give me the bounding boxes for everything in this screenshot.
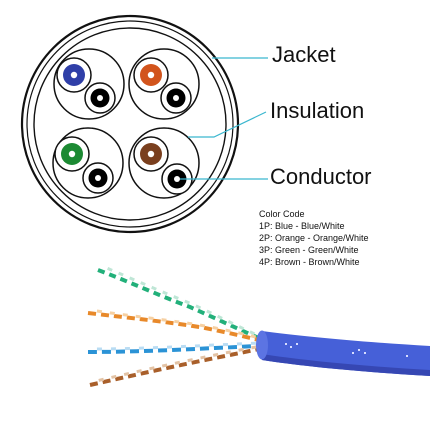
conductor-highlight <box>68 150 76 158</box>
cable-cross-section <box>20 14 240 234</box>
pair-blue <box>53 48 125 120</box>
pair-green <box>52 127 124 199</box>
blue-pair-twist <box>87 343 269 354</box>
jacket-print-marks <box>285 343 408 357</box>
color-code-pair-1: 1P: Blue - Blue/White <box>259 221 345 231</box>
color-code-pair-3: 3P: Green - Green/White <box>259 245 359 255</box>
inner-sheath <box>33 27 227 221</box>
conductor-label: Conductor <box>270 164 372 189</box>
twisted-pair-cable <box>87 264 430 387</box>
green-pair-white <box>101 264 269 342</box>
brown-pair-twist <box>89 345 269 387</box>
conductor-highlight <box>174 176 180 182</box>
color-code-title: Color Code <box>259 209 305 219</box>
conductor-highlight <box>147 71 155 79</box>
blue-pair-white <box>89 341 269 351</box>
color-code-pair-2: 2P: Orange - Orange/White <box>259 233 369 243</box>
orange-pair-twist <box>87 311 269 344</box>
conductor-highlight <box>173 95 179 101</box>
brown-pair-white <box>91 343 269 384</box>
conductor-highlight <box>97 95 103 101</box>
green-pair-twist <box>97 268 269 344</box>
conductor-highlight <box>147 150 155 158</box>
cable-jacket-shading <box>262 354 430 376</box>
inner-jacket-ring <box>26 20 234 228</box>
insulation-label: Insulation <box>270 98 365 123</box>
callout-lines <box>180 57 268 180</box>
conductor-highlight <box>70 71 78 79</box>
color-code-legend: Color Code 1P: Blue - Blue/White 2P: Ora… <box>259 208 369 268</box>
insulation-leader-line <box>188 111 267 138</box>
pair-brown <box>128 127 200 199</box>
color-code-pair-4: 4P: Brown - Brown/White <box>259 257 360 267</box>
jacket-label: Jacket <box>272 42 336 67</box>
outer-jacket <box>20 14 240 234</box>
cable-jacket-end <box>256 330 268 360</box>
conductor-highlight <box>95 175 101 181</box>
pair-orange <box>128 48 200 120</box>
